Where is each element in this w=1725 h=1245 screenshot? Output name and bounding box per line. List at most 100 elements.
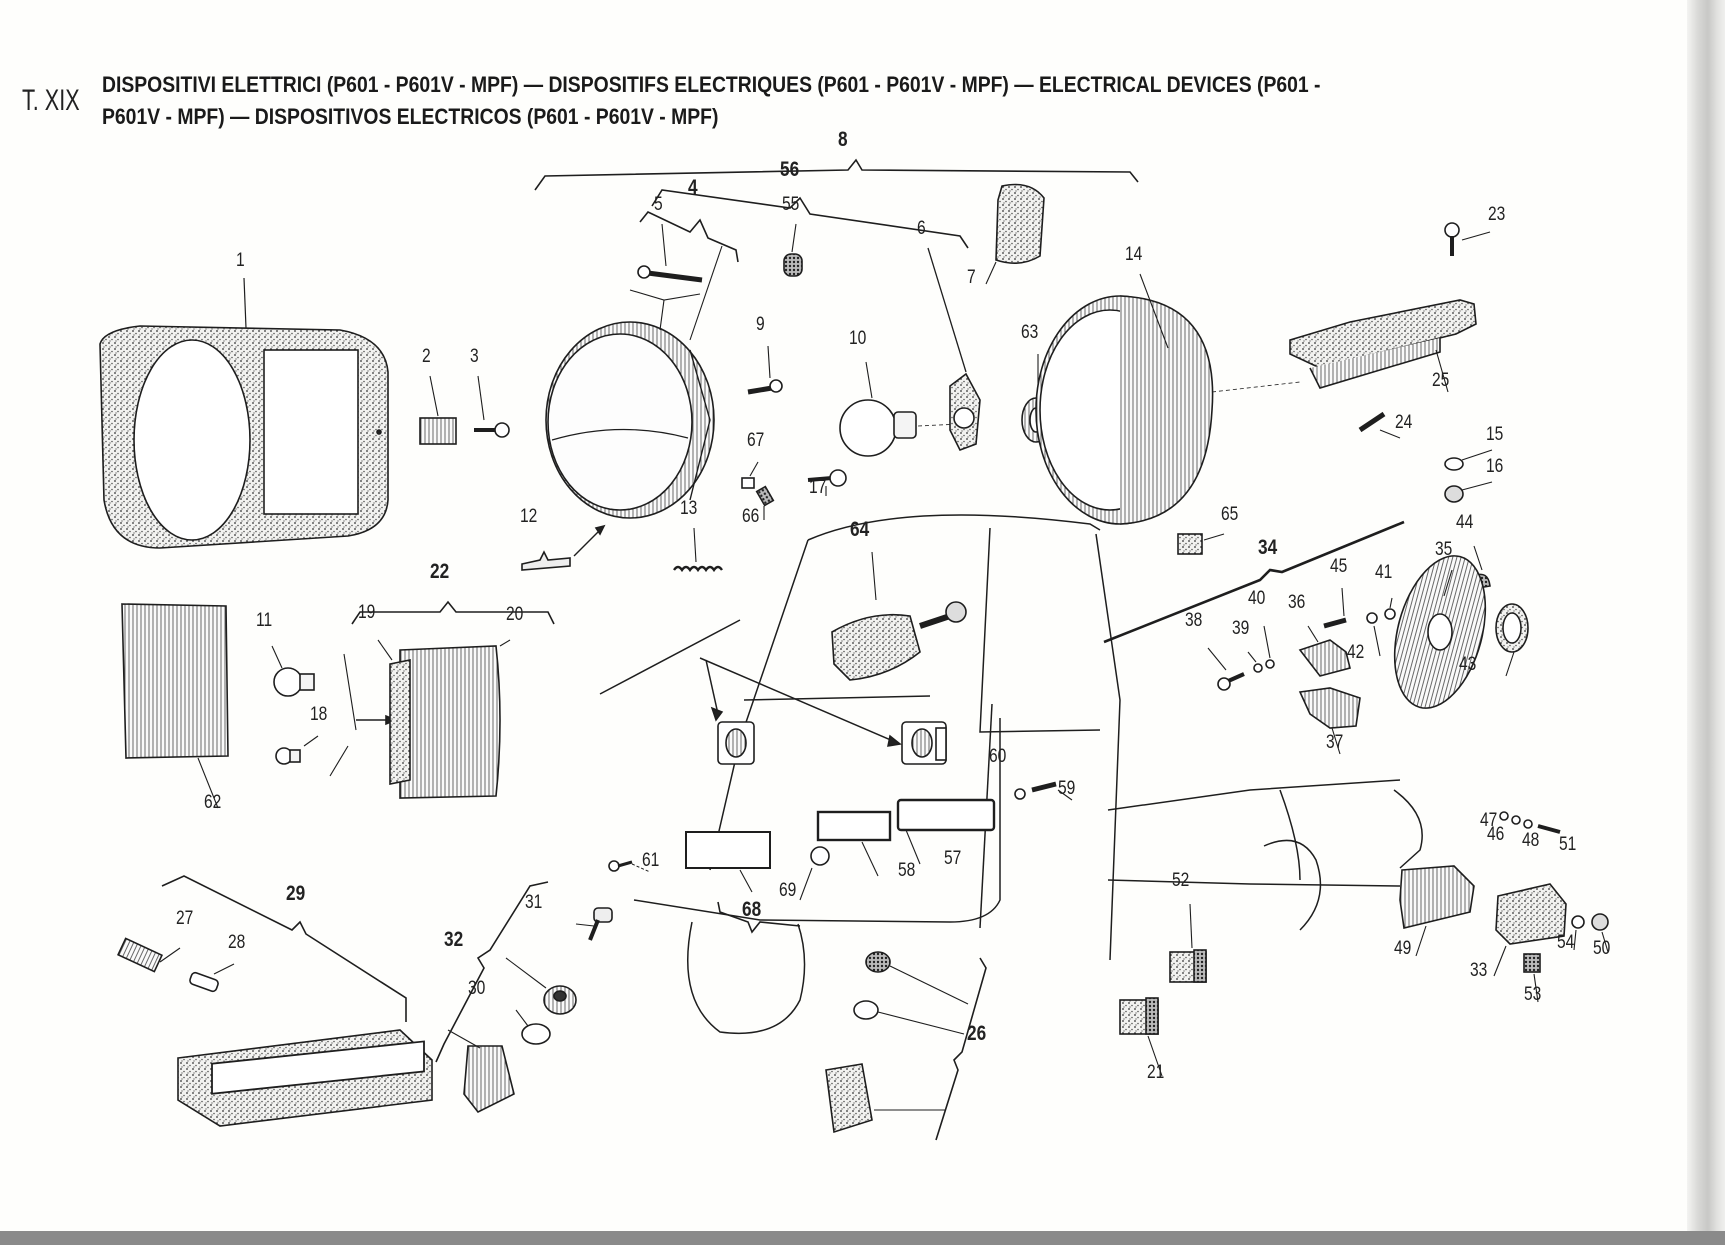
part-callout-58: 58 xyxy=(898,860,916,881)
part-17-screw xyxy=(807,469,847,496)
part-callout-1: 1 xyxy=(236,250,245,271)
part-62-lens xyxy=(121,603,229,809)
part-24-fuse xyxy=(1358,411,1401,439)
part-13-spring xyxy=(673,527,723,573)
part-3-screw xyxy=(474,375,510,438)
bracket-group-68 xyxy=(717,901,801,934)
part-callout-23: 23 xyxy=(1488,204,1506,225)
part-callout-24: 24 xyxy=(1395,412,1413,433)
part-callout-28: 28 xyxy=(228,932,246,953)
part-54-washer xyxy=(1571,915,1585,951)
part-40-washer xyxy=(1263,625,1275,669)
part-7-cover xyxy=(985,183,1045,285)
part-callout-55: 55 xyxy=(782,194,800,215)
part-65-relay xyxy=(1177,533,1225,555)
part-26-washer xyxy=(853,1000,965,1035)
part-52-switch xyxy=(1169,903,1207,983)
group-callout-64: 64 xyxy=(850,518,870,541)
part-68-side-lamp xyxy=(685,831,771,893)
part-callout-7: 7 xyxy=(967,267,976,288)
part-callout-9: 9 xyxy=(756,314,765,335)
bracket-group-26 xyxy=(935,957,987,1141)
part-callout-12: 12 xyxy=(520,506,538,527)
part-marker-lamp-right xyxy=(901,721,947,765)
part-callout-35: 35 xyxy=(1435,539,1453,560)
part-callout-52: 52 xyxy=(1172,870,1190,891)
part-callout-66: 66 xyxy=(742,506,760,527)
part-41-washer xyxy=(1384,597,1396,620)
part-callout-39: 39 xyxy=(1232,618,1250,639)
part-15-nut xyxy=(1444,449,1493,471)
part-27-switch xyxy=(117,937,181,973)
part-14-headlamp-shell xyxy=(1035,273,1301,525)
part-callout-17: 17 xyxy=(809,477,827,498)
part-60-washer xyxy=(1014,788,1026,800)
part-callout-20: 20 xyxy=(506,604,524,625)
part-callout-65: 65 xyxy=(1221,504,1239,525)
part-18-bulb xyxy=(275,735,319,765)
part-32-nut xyxy=(505,957,577,1015)
part-callout-37: 37 xyxy=(1326,732,1344,753)
part-callout-59: 59 xyxy=(1058,778,1076,799)
part-1-headlamp-surround xyxy=(99,277,389,549)
part-2-clip xyxy=(419,375,457,445)
part-callout-2: 2 xyxy=(422,346,431,367)
part-51-screw xyxy=(1537,824,1561,834)
part-callout-49: 49 xyxy=(1394,938,1412,959)
bracket-group-8 xyxy=(534,158,1139,191)
part-callout-45: 45 xyxy=(1330,556,1348,577)
part-30-ring xyxy=(515,1009,551,1045)
part-callout-42: 42 xyxy=(1347,642,1365,663)
group-callout-26: 26 xyxy=(967,1022,987,1045)
part-9-screw xyxy=(747,345,783,395)
part-53-plate xyxy=(1523,953,1541,1003)
part-45-screw xyxy=(1323,587,1347,629)
part-callout-21: 21 xyxy=(1147,1062,1165,1083)
part-callout-47: 47 xyxy=(1480,810,1498,831)
bracket-group-4 xyxy=(639,211,739,263)
part-callout-3: 3 xyxy=(470,346,479,367)
part-29-switch-panel xyxy=(177,1029,433,1127)
group-callout-22: 22 xyxy=(430,560,450,583)
bracket-group-32 xyxy=(435,881,549,1063)
part-5-screw xyxy=(629,223,723,341)
part-33-regulator xyxy=(1493,883,1567,977)
group-callout-68: 68 xyxy=(742,898,762,921)
part-callout-14: 14 xyxy=(1125,244,1143,265)
part-callout-31: 31 xyxy=(525,892,543,913)
part-callout-54: 54 xyxy=(1557,932,1575,953)
part-25-fuse-box xyxy=(1289,299,1477,393)
part-callout-51: 51 xyxy=(1559,834,1577,855)
part-61-screw xyxy=(608,860,651,873)
part-21-switch xyxy=(1119,997,1163,1077)
part-callout-61: 61 xyxy=(642,850,660,871)
part-callout-50: 50 xyxy=(1593,938,1611,959)
part-callout-41: 41 xyxy=(1375,562,1393,583)
group-callout-34: 34 xyxy=(1258,536,1278,559)
part-22-tail-lamp xyxy=(329,639,511,799)
part-48-washer xyxy=(1523,819,1533,829)
part-42-washer xyxy=(1366,612,1381,657)
part-16-nut xyxy=(1444,481,1493,503)
part-58-lens xyxy=(816,810,892,877)
part-callout-10: 10 xyxy=(849,328,867,349)
page-title-line-2: P601V - MPF) — DISPOSITIVOS ELECTRICOS (… xyxy=(102,104,719,129)
part-callout-62: 62 xyxy=(204,792,222,813)
part-38-screw xyxy=(1207,647,1245,691)
part-callout-16: 16 xyxy=(1486,456,1504,477)
part-callout-67: 67 xyxy=(747,430,765,451)
part-59-screw xyxy=(1031,781,1073,801)
group-callout-29: 29 xyxy=(286,882,306,905)
part-64-wiper-motor xyxy=(831,551,967,681)
part-callout-57: 57 xyxy=(944,848,962,869)
part-callout-5: 5 xyxy=(654,194,663,215)
group-callout-4: 4 xyxy=(688,176,698,199)
part-callout-15: 15 xyxy=(1486,424,1504,445)
part-callout-18: 18 xyxy=(310,704,328,725)
table-code: T. XIX xyxy=(22,84,80,117)
part-46-washer xyxy=(1511,815,1521,825)
part-callout-19: 19 xyxy=(358,602,376,623)
bracket-group-34 xyxy=(1103,520,1405,644)
part-callout-69: 69 xyxy=(779,880,797,901)
